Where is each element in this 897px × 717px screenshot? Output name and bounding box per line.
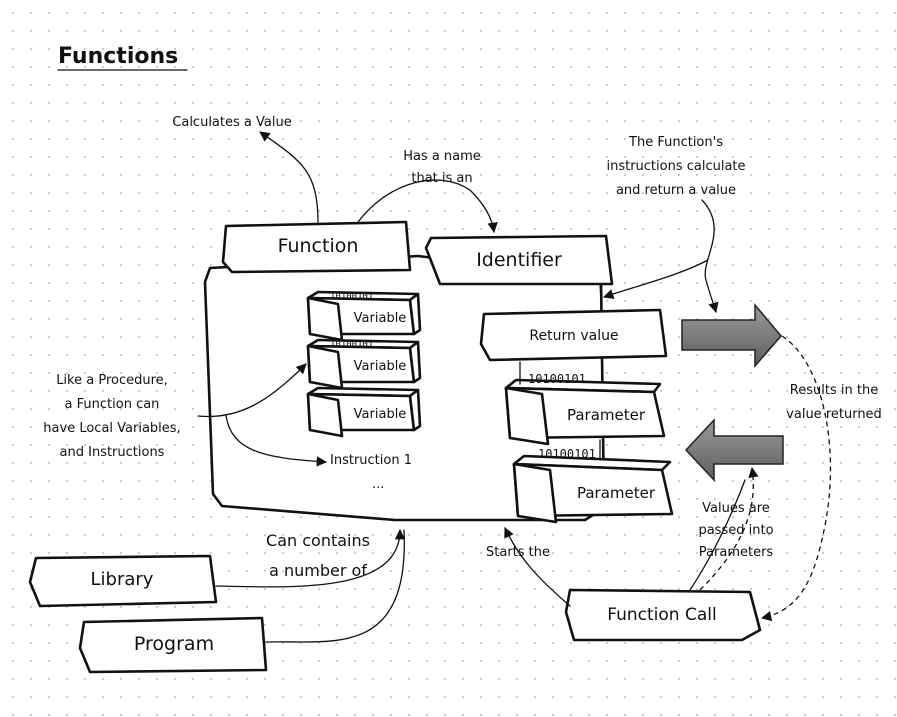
dashed-return-to-call [760,335,832,622]
instruction-ellipsis: ... [372,477,384,492]
variable-box-2: 10100101 Variable [306,338,422,390]
arrow-function-to-calculates [259,131,319,223]
annotation-values-1: Values are [702,501,770,516]
program-label: Program [134,633,214,655]
annotation-procedure-1: Like a Procedure, [56,373,168,388]
identifier-box [424,234,614,286]
parameter-binary-2: 10100101 [538,447,596,461]
library-box [28,554,218,608]
arrow-procedure-to-instructions [225,415,328,467]
parameter-label-2: Parameter [577,484,656,502]
input-arrow [684,418,784,482]
variable-binary-2: 10100101 [330,340,373,350]
annotation-has-name-2: that is an [411,171,472,186]
annotation-values-2: passed into [698,523,773,538]
identifier-label: Identifier [476,249,562,271]
annotation-can-contain-1: Can contains [266,531,370,550]
variable-box-3: Variable [306,386,422,438]
function-box [221,220,412,274]
annotation-results-1: Results in the [790,383,878,398]
page-title: Functions [58,44,178,69]
annotation-can-contain-2: a number of [269,561,367,580]
annotation-values-3: Parameters [699,545,774,560]
annotation-calculates: Calculates a Value [172,115,291,130]
link-identifier-return [599,283,603,313]
return-arrow [681,302,782,369]
return-value-box [479,308,668,362]
parameter-box-1: 10100101 Parameter [504,372,666,446]
program-box [78,616,268,674]
function-call-box [564,588,762,642]
parameter-binary-1: 10100101 [528,372,586,386]
function-call-label: Function Call [607,605,716,625]
annotation-procedure-4: and Instructions [60,445,165,460]
annotation-instructions-3: and return a value [616,183,736,198]
arrow-instructions-to-return [701,199,719,313]
line-call-to-input [689,479,746,591]
annotation-procedure-3: have Local Variables, [43,421,180,436]
dashed-call-to-input [699,466,759,591]
return-value-label: Return value [529,328,618,344]
annotation-has-name-1: Has a name [403,149,481,164]
parameter-label-1: Parameter [567,406,646,424]
annotation-instructions-2: instructions calculate [606,159,745,174]
variable-binary-1: 10100101 [330,292,373,302]
variable-label-1: Variable [354,311,407,326]
variable-box-1: 10100101 Variable [306,290,422,342]
annotation-instructions-1: The Function's [628,135,723,150]
annotation-procedure-2: a Function can [65,397,160,412]
variable-label-3: Variable [354,407,407,422]
library-label: Library [91,569,154,590]
function-label: Function [278,235,359,257]
arrow-library-to-body [215,528,406,588]
arrow-procedure-to-variables [197,363,307,418]
arrow-function-to-identifier [357,179,498,234]
annotation-results-2: value returned [786,407,882,422]
arrow-instructions-to-body [603,259,709,299]
arrow-program-to-body [265,529,405,643]
arrow-call-to-body [504,527,571,607]
parameter-box-2: 10100101 Parameter [512,447,674,524]
variable-label-2: Variable [354,359,407,374]
annotation-starts-the: Starts the [486,545,550,560]
instruction-label: Instruction 1 [330,453,412,468]
